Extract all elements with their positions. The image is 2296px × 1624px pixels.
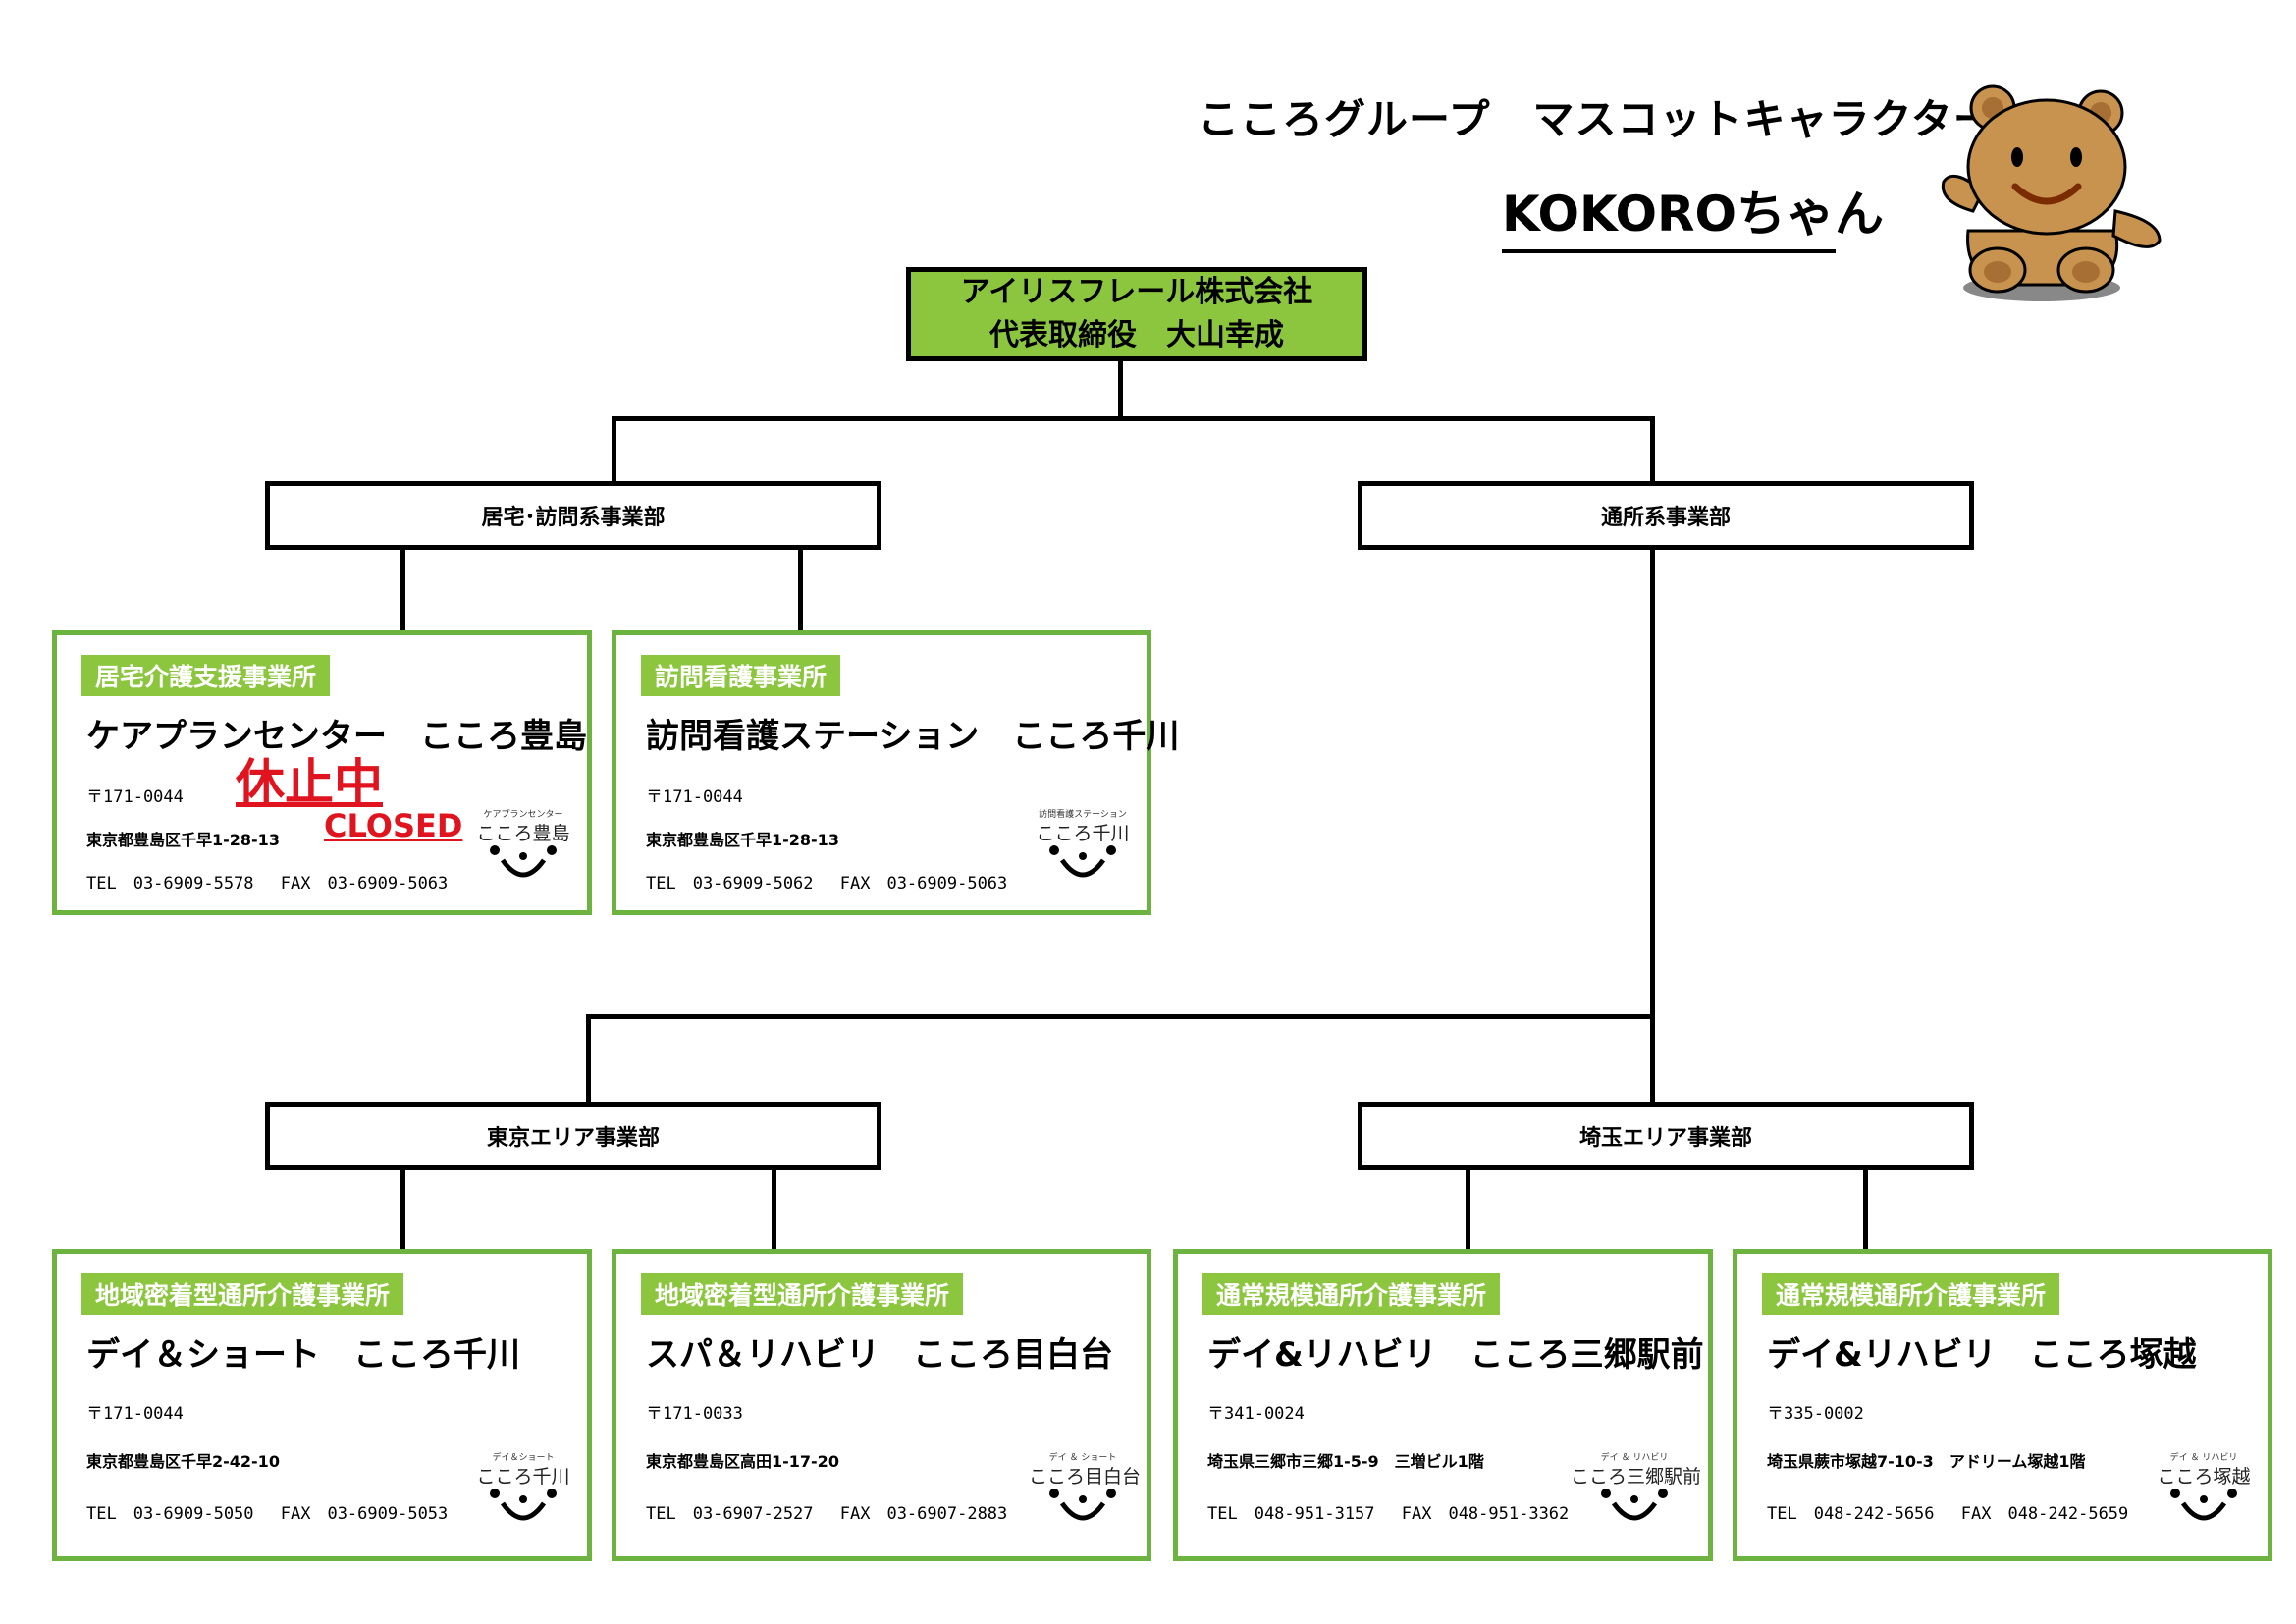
- logo-caption: デイ ＆ リハビリ: [1600, 1453, 1669, 1463]
- office-address: 東京都豊島区高田1-17-20: [646, 1452, 839, 1471]
- dept-tokyo: 東京エリア事業部: [265, 1102, 881, 1170]
- office-logo: 訪問看護ステーション こころ千川: [1029, 807, 1137, 895]
- office-type-tag: 居宅介護支援事業所: [81, 655, 331, 696]
- closed-status-ja: 休止中: [236, 754, 383, 811]
- connector-line: [1650, 1014, 1655, 1103]
- page-title: こころグループ マスコットキャラクター: [1198, 95, 1996, 143]
- office-logo: デイ ＆ リハビリ こころ三郷駅前: [1571, 1450, 1702, 1539]
- closed-status-en: CLOSED: [324, 807, 463, 844]
- office-card-nursing-senkawa: 訪問看護事業所 訪問看護ステーション こころ千川 〒171-0044 東京都豊島…: [612, 630, 1179, 915]
- office-address: 東京都豊島区千早2-42-10: [86, 1452, 280, 1471]
- office-card-day-short-senkawa: 地域密着型通所介護事業所 デイ＆ショート こころ千川 〒171-0044 東京都…: [52, 1249, 592, 1561]
- logo-name: こころ豊島: [476, 823, 570, 844]
- logo-name: こころ千川: [1036, 823, 1130, 844]
- connector-line: [612, 416, 616, 483]
- office-logo: ケアプランセンター こころ豊島: [469, 807, 577, 895]
- logo-name: こころ千川: [476, 1466, 570, 1488]
- office-address: 埼玉県三郷市三郷1-5-9 三増ビル1階: [1207, 1452, 1484, 1471]
- office-zip: 〒341-0024: [1207, 1404, 1305, 1424]
- office-card-care-plan-toshima: 居宅介護支援事業所 ケアプランセンター こころ豊島 〒171-0044 東京都豊…: [52, 630, 592, 915]
- logo-caption: デイ ＆ ショート: [1048, 1453, 1117, 1463]
- smile-icon: [1049, 845, 1116, 878]
- connector-line: [586, 1014, 591, 1103]
- office-card-tsukagoshi: 通常規模通所介護事業所 デイ&リハビリ こころ塚越 〒335-0002 埼玉県蕨…: [1733, 1249, 2272, 1561]
- office-card-spa-mejirodai: 地域密着型通所介護事業所 スパ＆リハビリ こころ目白台 〒171-0033 東京…: [612, 1249, 1151, 1561]
- connector-line: [798, 548, 803, 631]
- smile-icon: [2170, 1489, 2237, 1521]
- office-phone: TEL 048-951-3157 FAX 048-951-3362: [1207, 1504, 1570, 1524]
- company-ceo: 代表取締役 大山幸成: [989, 318, 1284, 352]
- office-zip: 〒171-0033: [646, 1404, 743, 1424]
- dept-saitama: 埼玉エリア事業部: [1358, 1102, 1974, 1170]
- office-card-misato-ekimae: 通常規模通所介護事業所 デイ&リハビリ こころ三郷駅前 〒341-0024 埼玉…: [1173, 1249, 1713, 1561]
- office-type-tag: 通常規模通所介護事業所: [1202, 1273, 1501, 1315]
- connector-line: [586, 1014, 1655, 1019]
- logo-caption: ケアプランセンター: [483, 810, 563, 820]
- office-name: デイ＆ショート こころ千川: [86, 1335, 520, 1375]
- mascot-bear-icon: [1941, 84, 2162, 301]
- connector-line: [1466, 1168, 1470, 1252]
- office-phone: TEL 048-242-5656 FAX 048-242-5659: [1767, 1504, 2129, 1524]
- office-name: デイ&リハビリ こころ塚越: [1767, 1335, 2197, 1375]
- office-phone: TEL 03-6909-5578 FAX 03-6909-5063: [86, 874, 449, 893]
- dept-day-service: 通所系事業部: [1358, 481, 1974, 550]
- logo-name: こころ目白台: [1029, 1466, 1142, 1488]
- office-address: 埼玉県蕨市塚越7-10-3 アドリーム塚越1階: [1767, 1452, 2086, 1471]
- connector-line: [400, 1168, 405, 1252]
- office-type-tag: 地域密着型通所介護事業所: [641, 1273, 964, 1315]
- office-phone: TEL 03-6907-2527 FAX 03-6907-2883: [646, 1504, 1008, 1524]
- office-phone: TEL 03-6909-5062 FAX 03-6909-5063: [646, 874, 1008, 893]
- office-type-tag: 訪問看護事業所: [641, 655, 841, 696]
- office-address: 東京都豊島区千早1-28-13: [86, 831, 280, 849]
- smile-icon: [490, 1489, 557, 1521]
- office-address: 東京都豊島区千早1-28-13: [646, 831, 839, 849]
- office-type-tag: 地域密着型通所介護事業所: [81, 1273, 404, 1315]
- office-logo: デイ ＆ ショート こころ目白台: [1029, 1450, 1142, 1539]
- logo-caption: 訪問看護ステーション: [1039, 810, 1127, 820]
- logo-caption: デイ ＆ リハビリ: [2169, 1453, 2238, 1463]
- logo-name: こころ三郷駅前: [1571, 1466, 1702, 1488]
- office-name: 訪問看護ステーション こころ千川: [646, 717, 1180, 756]
- connector-line: [612, 416, 1655, 421]
- dept-home-visit: 居宅･訪問系事業部: [265, 481, 881, 550]
- connector-line: [772, 1168, 776, 1252]
- connector-line: [1650, 548, 1655, 1019]
- smile-icon: [1601, 1489, 1668, 1521]
- logo-caption: デイ＆ショート: [492, 1453, 555, 1463]
- connector-line: [1118, 361, 1123, 420]
- smile-icon: [490, 845, 557, 878]
- office-name: デイ&リハビリ こころ三郷駅前: [1207, 1335, 1704, 1375]
- office-zip: 〒171-0044: [86, 787, 184, 807]
- office-zip: 〒171-0044: [86, 1404, 184, 1424]
- connector-line: [1863, 1168, 1868, 1252]
- office-logo: デイ ＆ リハビリ こころ塚越: [2150, 1450, 2258, 1539]
- office-name: ケアプランセンター こころ豊島: [86, 717, 587, 756]
- office-zip: 〒171-0044: [646, 787, 743, 807]
- connector-line: [1650, 416, 1655, 483]
- company-name: アイリスフレール株式会社: [960, 275, 1313, 309]
- office-logo: デイ＆ショート こころ千川: [469, 1450, 577, 1539]
- office-phone: TEL 03-6909-5050 FAX 03-6909-5053: [86, 1504, 449, 1524]
- office-name: スパ＆リハビリ こころ目白台: [646, 1335, 1113, 1375]
- office-type-tag: 通常規模通所介護事業所: [1762, 1273, 2060, 1315]
- office-zip: 〒335-0002: [1767, 1404, 1864, 1424]
- logo-name: こころ塚越: [2157, 1466, 2251, 1488]
- mascot-name: KOKOROちゃん: [1502, 175, 1884, 253]
- smile-icon: [1049, 1489, 1116, 1521]
- company-box: アイリスフレール株式会社 代表取締役 大山幸成: [906, 267, 1367, 361]
- connector-line: [400, 548, 405, 631]
